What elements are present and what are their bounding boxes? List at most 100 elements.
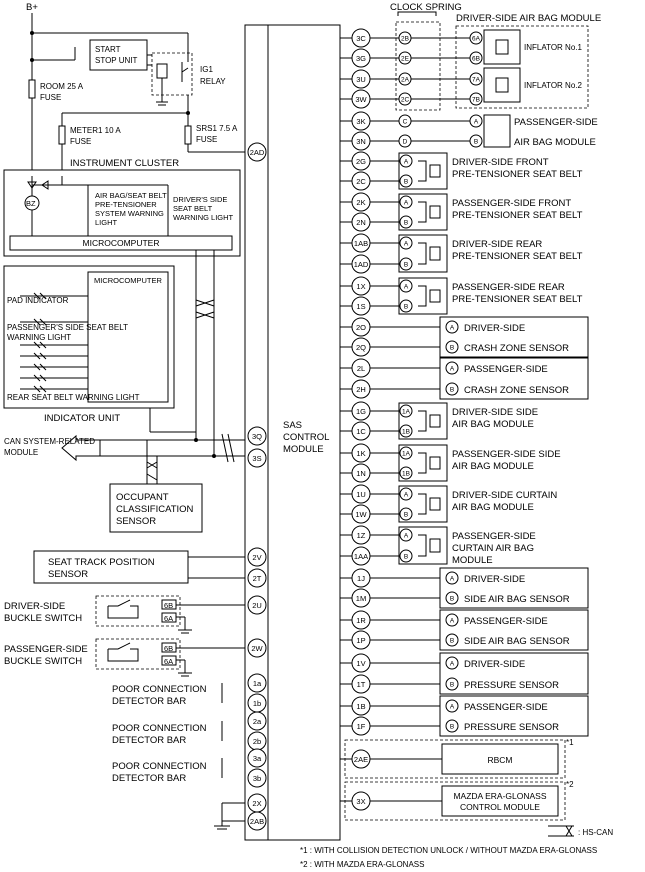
terminal-1a-label: 1a — [253, 679, 262, 688]
driver-buckle-switch-box — [95, 595, 181, 627]
connector-pin-label: B — [404, 262, 408, 269]
rbcm-box — [441, 743, 559, 775]
terminal-1AA-label: 1AA — [354, 552, 368, 561]
rbcm-note: *1 — [566, 738, 574, 747]
connector-pin-label: A — [450, 576, 455, 583]
squib-icon — [418, 410, 441, 432]
room-fuse-icon — [28, 79, 36, 99]
terminal-2V — [247, 547, 267, 567]
connector-pin-label: 2E — [401, 56, 410, 63]
terminal-1F-label: 1F — [357, 722, 366, 731]
squib-icon — [418, 452, 441, 474]
module-label: DRIVER-SIDE FRONT — [452, 157, 549, 168]
connector-pin-label: B — [450, 387, 454, 394]
squib-icon — [495, 39, 509, 93]
terminal-3Q — [247, 426, 267, 446]
connector-pin — [445, 677, 459, 691]
sensor-label: DRIVER-SIDE — [464, 574, 525, 585]
rear-seatbelt-light-label: REAR SEAT BELT WARNING LIGHT — [7, 393, 140, 402]
twisted-pair-icon — [146, 461, 158, 481]
terminal-2AD-label: 2AD — [250, 148, 265, 157]
poor-conn-label: DETECTOR BAR — [112, 735, 186, 746]
buzzer-label: BZ — [26, 199, 36, 208]
connector-pin-label: 6A — [472, 36, 481, 43]
sas-label: CONTROL — [283, 432, 329, 443]
terminal-3C-label: 3C — [356, 34, 366, 43]
airbag-warning-label: AIR BAG/SEAT BELT — [95, 191, 167, 200]
terminal-3Q-label: 3Q — [252, 432, 262, 441]
lamp-icon — [33, 363, 47, 371]
glonass-label: MAZDA ERA-GLONASS — [453, 791, 546, 801]
connector-pin — [445, 633, 459, 647]
connector-pin-label: C — [403, 119, 408, 126]
squib-icon — [418, 160, 441, 182]
connector-pin-label: B — [404, 554, 408, 561]
connector-pin-label: A — [450, 366, 455, 373]
connector-pin-label: B — [404, 179, 408, 186]
connector-pin-label: 1A — [402, 451, 411, 458]
terminal-1AB-label: 1AB — [354, 239, 368, 248]
diode-icon — [41, 180, 49, 190]
terminal-3W-label: 3W — [355, 95, 367, 104]
terminal-2a-label: 2a — [253, 717, 262, 726]
airbag-warning-label: PRE-TENSIONER — [95, 200, 157, 209]
occupant-sensor-box — [109, 483, 203, 533]
squib-icon — [418, 285, 441, 307]
occupant-sensor-label: OCCUPANT — [116, 492, 169, 503]
terminal-1N-label: 1N — [356, 469, 366, 478]
connector-pin-label: B — [450, 596, 454, 603]
terminal-2AE-label: 2AE — [354, 755, 368, 764]
terminal-2L-label: 2L — [357, 364, 365, 373]
connector-pin-label: A — [404, 492, 409, 499]
pass-buckle-label: BUCKLE SWITCH — [4, 656, 82, 667]
terminal-1B-label: 1B — [356, 702, 365, 711]
srs1-fuse-label: SRS1 7.5 A — [196, 124, 238, 133]
sensor-label: PASSENGER-SIDE — [464, 364, 548, 375]
connector-pin — [399, 487, 413, 501]
pin-label: 6B — [164, 601, 173, 610]
cluster-title: INSTRUMENT CLUSTER — [70, 158, 179, 169]
driver-airbag-module-box — [455, 25, 589, 109]
sensor-label: CRASH ZONE SENSOR — [464, 385, 569, 396]
terminal-3X-label: 3X — [356, 797, 365, 806]
poor-conn-label: POOR CONNECTION — [112, 723, 207, 734]
terminal-2a — [247, 711, 267, 731]
sensor-box — [439, 316, 589, 358]
squib-icon — [418, 242, 441, 265]
terminal-1Z-label: 1Z — [357, 531, 366, 540]
squib-icon — [418, 534, 441, 557]
terminal-1X-label: 1X — [356, 282, 365, 291]
terminal-2T-label: 2T — [253, 574, 262, 583]
can-module-label: CAN SYSTEM-RELATED — [4, 437, 95, 446]
terminal-1J-label: 1J — [357, 574, 365, 583]
occupant-sensor-label: SENSOR — [116, 516, 156, 527]
footnote: *2 : WITH MAZDA ERA-GLONASS — [300, 860, 424, 869]
connector-pin — [399, 507, 413, 521]
connector-pin-label: D — [403, 139, 408, 146]
connector-pin — [399, 404, 413, 418]
connector-pin — [445, 613, 459, 627]
connector-pin-label: B — [450, 724, 454, 731]
terminal-1AD-label: 1AD — [354, 260, 369, 269]
switch-icon — [107, 642, 139, 662]
terminal-1U-label: 1U — [356, 490, 366, 499]
module-label: CURTAIN AIR BAG — [452, 543, 534, 554]
connector-pin-label: B — [450, 638, 454, 645]
connector-pin — [445, 719, 459, 733]
terminal-3a — [247, 748, 267, 768]
pass-buckle-label: PASSENGER-SIDE — [4, 644, 88, 655]
srs1-fuse-label: FUSE — [196, 135, 217, 144]
connector-pin-label: A — [450, 618, 455, 625]
lamp-icon — [33, 318, 47, 326]
connector-pin — [399, 215, 413, 229]
connector-pin-label: 6B — [472, 56, 480, 63]
sensor-label: PASSENGER-SIDE — [464, 702, 548, 713]
terminal-2b-label: 2b — [253, 737, 261, 746]
terminal-2AB — [247, 811, 267, 831]
module-label: MODULE — [452, 555, 493, 566]
twisted-pair-icon — [221, 433, 235, 463]
sensor-label: SIDE AIR BAG SENSOR — [464, 636, 570, 647]
connector-pin — [445, 382, 459, 396]
module-label: PASSENGER-SIDE FRONT — [452, 198, 571, 209]
